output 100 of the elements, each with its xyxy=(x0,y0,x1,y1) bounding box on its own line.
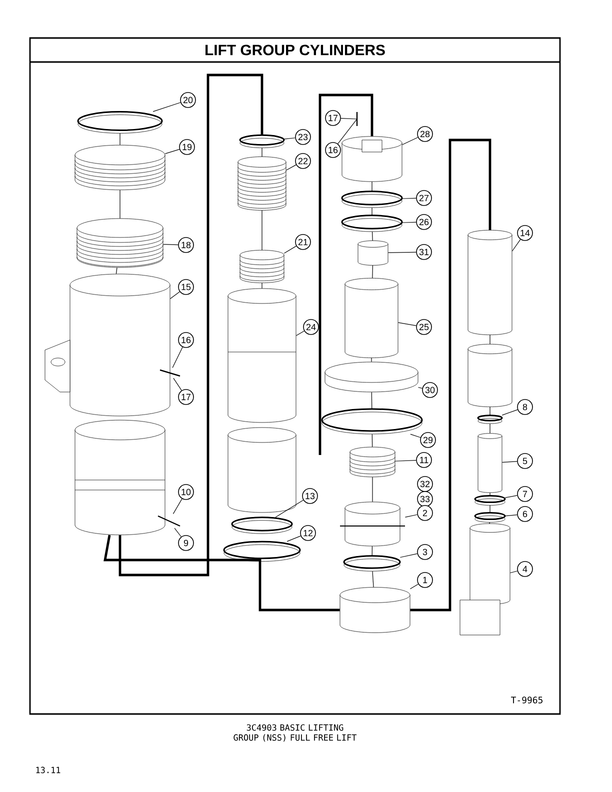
flange-drawing xyxy=(324,362,418,392)
leader-line xyxy=(388,252,416,254)
leader-line xyxy=(504,514,518,516)
leader-line xyxy=(284,138,296,140)
cylinder-drawing xyxy=(74,420,166,536)
leader-line xyxy=(152,102,181,112)
ring-drawing xyxy=(231,516,293,534)
leader-line xyxy=(173,378,182,391)
center-line xyxy=(372,232,373,241)
threaded-ring-drawing xyxy=(76,218,164,268)
callout-number: 17 xyxy=(325,110,341,126)
assembly-line xyxy=(318,94,374,455)
tube-drawing xyxy=(228,288,296,423)
leader-line xyxy=(400,553,418,558)
leader-line xyxy=(410,584,419,590)
callout-number: 23 xyxy=(295,129,311,145)
threaded-ring-drawing xyxy=(350,446,396,478)
center-line xyxy=(371,358,372,362)
ring-drawing xyxy=(223,540,301,562)
center-line xyxy=(371,392,372,410)
leader-line xyxy=(275,500,304,518)
callout-number: 8 xyxy=(517,399,533,415)
callout-number: 32 xyxy=(417,476,433,492)
center-line xyxy=(372,546,373,556)
ring-drawing xyxy=(474,494,506,506)
leader-line xyxy=(162,244,178,246)
callout-number: 2 xyxy=(417,505,433,521)
screw-drawing xyxy=(158,515,180,527)
callout-number: 16 xyxy=(325,142,341,158)
leader-line xyxy=(502,461,518,463)
center-line xyxy=(372,571,374,588)
callout-number: 15 xyxy=(178,279,194,295)
title: LIFT GROUP CYLINDERS xyxy=(206,44,385,56)
callout-number: 21 xyxy=(295,234,311,250)
callout-number: 25 xyxy=(416,319,432,335)
cylinder-body-drawing xyxy=(460,523,510,636)
callout-number: 26 xyxy=(416,214,432,230)
nut-drawing xyxy=(238,156,286,210)
leader-line xyxy=(174,528,182,538)
leader-line xyxy=(172,498,182,514)
callout-number: 19 xyxy=(179,139,195,155)
callout-number: 28 xyxy=(417,126,433,142)
housing-drawing xyxy=(44,274,170,416)
ring-drawing xyxy=(77,111,163,134)
callout-number: 9 xyxy=(178,535,194,551)
ring-drawing xyxy=(321,408,423,434)
assembly-line xyxy=(118,74,264,576)
page-number: 13.11 xyxy=(36,766,60,774)
ring-drawing xyxy=(474,512,506,522)
callout-number: 10 xyxy=(178,484,194,500)
leader-line xyxy=(286,164,296,171)
assembly-line xyxy=(410,138,492,612)
callout-number: 24 xyxy=(303,319,319,335)
center-line xyxy=(372,434,373,448)
callout-number: 12 xyxy=(300,525,316,541)
leader-line xyxy=(338,118,358,144)
gland-drawing xyxy=(340,587,410,633)
callout-number: 33 xyxy=(417,491,433,507)
center-line xyxy=(116,267,118,274)
center-line xyxy=(372,476,373,502)
leader-line xyxy=(402,222,416,223)
leader-line xyxy=(284,246,297,254)
callout-number: 6 xyxy=(517,506,533,522)
callout-number: 27 xyxy=(416,190,432,206)
leader-line xyxy=(410,434,421,438)
leader-line xyxy=(504,495,518,498)
sleeve-drawing xyxy=(358,240,388,266)
leader-line xyxy=(402,198,416,199)
callout-number: 30 xyxy=(422,382,438,398)
leader-line xyxy=(418,387,423,389)
callout-number: 17 xyxy=(178,389,194,405)
nut-drawing xyxy=(340,502,406,546)
leader-line xyxy=(340,118,358,120)
callout-number: 14 xyxy=(517,225,533,241)
leader-line xyxy=(296,330,304,336)
callout-number: 11 xyxy=(416,452,432,468)
leader-line xyxy=(394,460,416,462)
callout-number: 20 xyxy=(180,92,196,108)
callout-number: 5 xyxy=(517,453,533,469)
callout-number: 18 xyxy=(178,237,194,253)
leader-line xyxy=(164,149,180,154)
caption: 3C4903 BASIC LIFTING GROUP (NSS) FULL FREE LIFT xyxy=(234,724,357,742)
callout-number: 29 xyxy=(420,432,436,448)
leader-line xyxy=(172,346,183,368)
screw-drawing xyxy=(160,369,180,377)
cap-drawing xyxy=(342,136,402,182)
ring-drawing xyxy=(477,414,503,424)
leader-line xyxy=(512,239,521,252)
drawing-number: T-9965 xyxy=(511,696,542,704)
leader-line xyxy=(286,536,301,542)
leader-line xyxy=(398,322,416,326)
leader-line xyxy=(170,291,180,300)
piston-drawing xyxy=(344,278,398,358)
threaded-ring-drawing xyxy=(240,250,284,284)
callout-number: 31 xyxy=(416,244,432,260)
callout-number: 4 xyxy=(517,561,533,577)
ring-drawing xyxy=(343,555,401,572)
leader-line xyxy=(402,137,418,146)
callout-number: 16 xyxy=(178,332,194,348)
ring-drawing xyxy=(341,214,403,232)
